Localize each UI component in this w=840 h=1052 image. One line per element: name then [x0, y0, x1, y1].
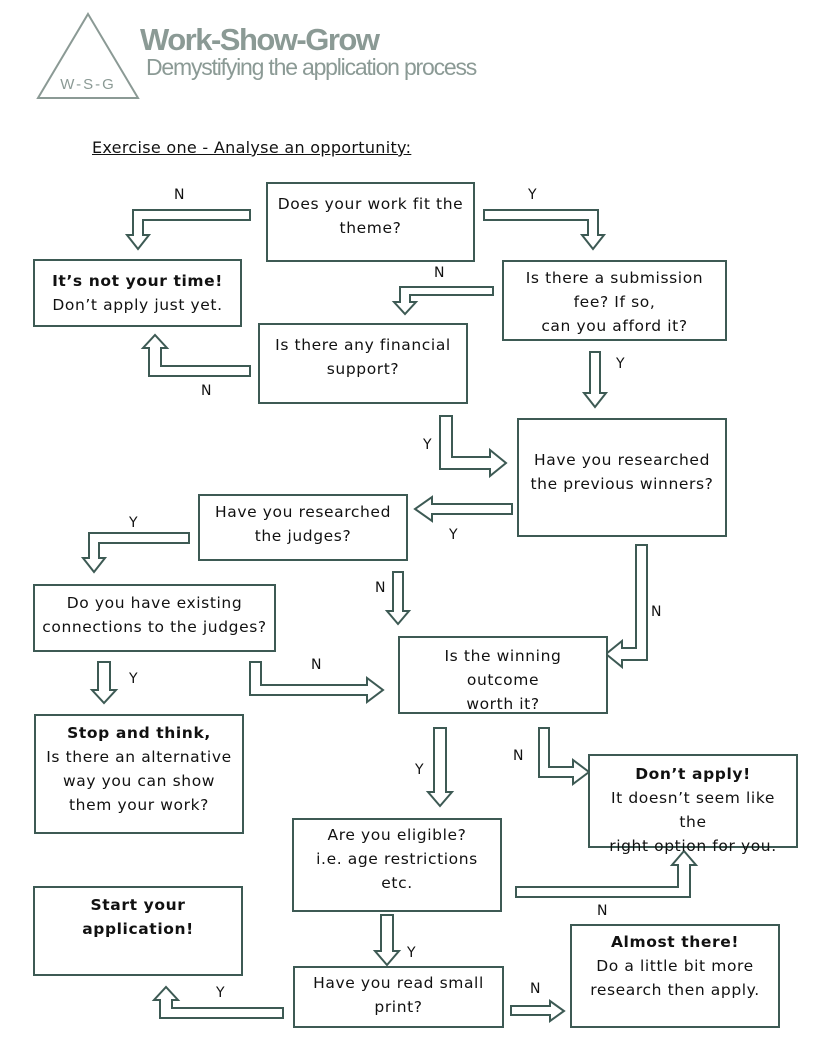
node-small-print-line: print? — [374, 998, 423, 1016]
node-almost-line: Do a little bit more — [596, 957, 754, 975]
node-connections-line: Do you have existing — [66, 594, 243, 612]
node-not-your-time-line: Don’t apply just yet. — [52, 296, 223, 314]
node-eligible-line: i.e. age restrictions etc. — [316, 850, 478, 892]
label-financial-yes: Y — [423, 437, 432, 453]
logo-text: W-S-G — [60, 76, 116, 93]
node-start-heading: Start your — [90, 896, 186, 914]
node-dont-apply: Don’t apply! It doesn’t seem like the ri… — [588, 754, 798, 855]
node-stop-line: Is there an alternative — [46, 748, 232, 766]
node-theme: Does your work fit the theme? — [266, 182, 475, 262]
node-start-heading: application! — [82, 920, 194, 938]
label-connections-no: N — [311, 657, 322, 673]
arrow-financial-no — [140, 333, 251, 377]
brand-subtitle: Demystifying the application process — [146, 54, 477, 80]
arrow-financial-yes — [439, 415, 508, 479]
label-judges-no: N — [375, 580, 386, 596]
node-fee-line: Is there a submission — [525, 269, 704, 287]
node-judges-line: Have you researched — [214, 503, 392, 521]
node-financial-line: support? — [326, 360, 400, 378]
node-dont-apply-heading: Don’t apply! — [635, 765, 751, 783]
label-judges-yes: Y — [129, 515, 138, 531]
node-almost-line: research then apply. — [590, 981, 760, 999]
node-fee: Is there a submission fee? If so, can yo… — [502, 260, 727, 341]
node-winners: Have you researched the previous winners… — [517, 418, 727, 537]
node-eligible-line: Are you eligible? — [327, 826, 467, 844]
node-outcome-line: Is the winning outcome — [444, 647, 562, 689]
node-connections-line: connections to the judges? — [42, 618, 267, 636]
node-stop-line: way you can show — [62, 772, 216, 790]
node-outcome: Is the winning outcome worth it? — [398, 636, 608, 714]
label-outcome-yes: Y — [415, 762, 424, 778]
arrow-eligible-no — [515, 849, 699, 898]
node-dont-apply-line: right option for you. — [609, 837, 777, 855]
node-small-print: Have you read small print? — [293, 966, 504, 1028]
label-outcome-no: N — [513, 748, 524, 764]
arrow-outcome-yes — [425, 727, 455, 808]
node-fee-line: can you afford it? — [541, 317, 688, 335]
node-stop-heading: Stop and think, — [67, 724, 211, 742]
label-theme-no: N — [174, 187, 185, 203]
arrow-theme-no — [124, 209, 251, 251]
label-financial-no: N — [201, 383, 212, 399]
label-fee-no: N — [434, 265, 445, 281]
node-not-your-time-heading: It’s not your time! — [52, 272, 223, 290]
node-almost-heading: Almost there! — [610, 933, 740, 951]
arrow-theme-yes — [483, 209, 607, 251]
node-winners-line: the previous winners? — [530, 475, 714, 493]
label-fee-yes: Y — [616, 356, 625, 372]
node-start-application: Start your application! — [33, 886, 243, 976]
node-dont-apply-line: It doesn’t seem like the — [610, 789, 775, 831]
label-theme-yes: Y — [528, 187, 537, 203]
label-connections-yes: Y — [129, 671, 138, 687]
label-winners-no: N — [651, 604, 662, 620]
label-eligible-no: N — [597, 903, 608, 919]
node-fee-line: fee? If so, — [573, 293, 656, 311]
node-winners-line: Have you researched — [533, 451, 711, 469]
arrow-fee-yes — [581, 351, 609, 409]
node-eligible: Are you eligible? i.e. age restrictions … — [292, 818, 502, 912]
node-stop-and-think: Stop and think, Is there an alternative … — [34, 714, 244, 834]
brand-title: Work-Show-Grow — [140, 22, 380, 57]
label-eligible-yes: Y — [407, 945, 416, 961]
label-small-print-no: N — [530, 981, 541, 997]
node-almost-there: Almost there! Do a little bit more resea… — [570, 924, 780, 1028]
label-winners-yes: Y — [449, 527, 458, 543]
node-financial-line: Is there any financial — [275, 336, 451, 354]
arrow-small-print-no — [510, 999, 566, 1023]
node-stop-line: them your work? — [69, 796, 209, 814]
node-outcome-line: worth it? — [466, 695, 540, 713]
node-theme-line: theme? — [339, 219, 402, 237]
arrow-winners-no — [604, 544, 648, 670]
arrow-eligible-yes — [372, 914, 402, 967]
arrow-judges-yes — [80, 532, 190, 574]
node-judges: Have you researched the judges? — [198, 494, 408, 561]
arrow-outcome-no — [538, 727, 591, 786]
node-financial: Is there any financial support? — [258, 323, 468, 404]
arrow-judges-no — [384, 571, 412, 626]
arrow-winners-yes — [413, 495, 513, 523]
arrow-small-print-yes — [151, 985, 284, 1019]
arrow-connections-no — [249, 661, 385, 704]
node-small-print-line: Have you read small — [313, 974, 484, 992]
arrow-fee-no — [391, 286, 494, 316]
exercise-title: Exercise one - Analyse an opportunity: — [92, 138, 412, 157]
node-connections: Do you have existing connections to the … — [33, 584, 276, 652]
node-not-your-time: It’s not your time! Don’t apply just yet… — [33, 259, 242, 327]
node-judges-line: the judges? — [254, 527, 352, 545]
wsg-logo: W-S-G — [36, 12, 140, 99]
arrow-connections-yes — [89, 661, 119, 705]
label-small-print-yes: Y — [216, 985, 225, 1001]
node-theme-line: Does your work fit the — [277, 195, 464, 213]
